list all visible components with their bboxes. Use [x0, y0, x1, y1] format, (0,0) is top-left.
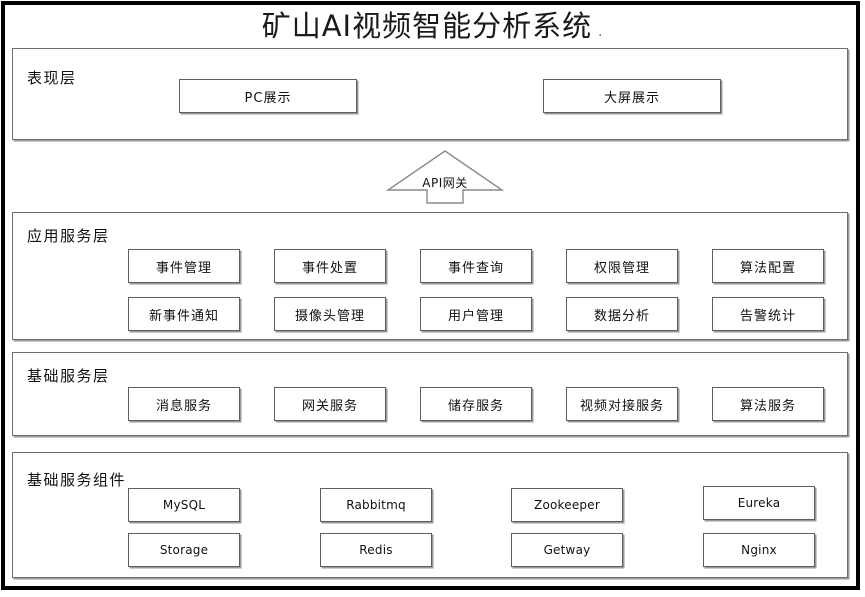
- layer-label-presentation: 表现层: [27, 69, 77, 87]
- node-nginx[interactable]: Nginx: [703, 533, 815, 567]
- api-gateway-label: API网关: [422, 176, 468, 190]
- node-zookeeper[interactable]: Zookeeper: [511, 488, 623, 522]
- node-algorithm-service[interactable]: 算法服务: [712, 387, 824, 421]
- diagram-outer-frame: [1, 1, 860, 590]
- node-label: Redis: [359, 543, 393, 557]
- node-label: MySQL: [162, 498, 206, 512]
- layer-label-basic-service: 基础服务层: [27, 367, 110, 385]
- node-user-management[interactable]: 用户管理: [420, 297, 532, 331]
- node-storage-service[interactable]: 储存服务: [420, 387, 532, 421]
- node-label: 用户管理: [447, 308, 504, 324]
- node-label: 大屏展示: [603, 90, 660, 106]
- node-event-handling[interactable]: 事件处置: [274, 249, 386, 283]
- node-mysql[interactable]: MySQL: [128, 488, 240, 522]
- node-label: 算法服务: [739, 398, 796, 414]
- node-alarm-statistics[interactable]: 告警统计: [712, 297, 824, 331]
- node-getway[interactable]: Getway: [511, 533, 623, 567]
- node-label: 储存服务: [447, 398, 504, 414]
- layer-application-service: 应用服务层 事件管理 事件处置 事件查询 权限管理 算法配置 新事件通知 摄像头…: [12, 212, 848, 340]
- node-label: 告警统计: [739, 308, 796, 324]
- layer-label-basic-components: 基础服务组件: [27, 471, 127, 489]
- node-gateway-service[interactable]: 网关服务: [274, 387, 386, 421]
- node-label: 消息服务: [155, 398, 212, 414]
- node-label: Nginx: [741, 543, 777, 557]
- node-algorithm-config[interactable]: 算法配置: [712, 249, 824, 283]
- layer-label-application-service: 应用服务层: [27, 227, 110, 245]
- node-event-query[interactable]: 事件查询: [420, 249, 532, 283]
- node-label: Eureka: [737, 496, 781, 510]
- node-permission-management[interactable]: 权限管理: [566, 249, 678, 283]
- node-storage[interactable]: Storage: [128, 533, 240, 567]
- node-new-event-notification[interactable]: 新事件通知: [128, 297, 240, 331]
- node-video-integration-service[interactable]: 视频对接服务: [566, 387, 678, 421]
- node-label: Zookeeper: [534, 498, 600, 512]
- node-label: 数据分析: [593, 308, 650, 324]
- node-large-screen-display[interactable]: 大屏展示: [543, 79, 721, 113]
- node-pc-display[interactable]: PC展示: [179, 79, 357, 113]
- layer-basic-components: 基础服务组件 MySQL Rabbitmq Zookeeper Eureka S…: [12, 452, 848, 578]
- node-label: 事件查询: [447, 260, 504, 276]
- node-data-analysis[interactable]: 数据分析: [566, 297, 678, 331]
- page-title: 矿山AI视频智能分析系统.: [0, 8, 865, 51]
- page-title-text: 矿山AI视频智能分析系统: [261, 9, 593, 43]
- layer-basic-service: 基础服务层 消息服务 网关服务 储存服务 视频对接服务 算法服务: [12, 352, 848, 436]
- node-label: Storage: [159, 543, 209, 557]
- node-redis[interactable]: Redis: [320, 533, 432, 567]
- node-camera-management[interactable]: 摄像头管理: [274, 297, 386, 331]
- node-label: 算法配置: [739, 260, 796, 276]
- up-arrow-icon: [385, 150, 505, 204]
- node-rabbitmq[interactable]: Rabbitmq: [320, 488, 432, 522]
- title-trailing-mark: .: [598, 25, 604, 40]
- node-message-service[interactable]: 消息服务: [128, 387, 240, 421]
- node-label: Getway: [543, 543, 591, 557]
- node-event-management[interactable]: 事件管理: [128, 249, 240, 283]
- node-label: Rabbitmq: [346, 498, 406, 512]
- node-label: 视频对接服务: [579, 398, 664, 414]
- node-label: 事件管理: [155, 260, 212, 276]
- layer-presentation: 表现层 PC展示 大屏展示: [12, 48, 848, 140]
- node-label: PC展示: [244, 90, 292, 106]
- node-label: 事件处置: [301, 260, 358, 276]
- node-label: 摄像头管理: [294, 308, 365, 324]
- node-label: 网关服务: [301, 398, 358, 414]
- api-gateway[interactable]: API网关: [385, 148, 505, 206]
- node-label: 新事件通知: [148, 308, 219, 324]
- node-label: 权限管理: [593, 260, 650, 276]
- node-eureka[interactable]: Eureka: [703, 486, 815, 520]
